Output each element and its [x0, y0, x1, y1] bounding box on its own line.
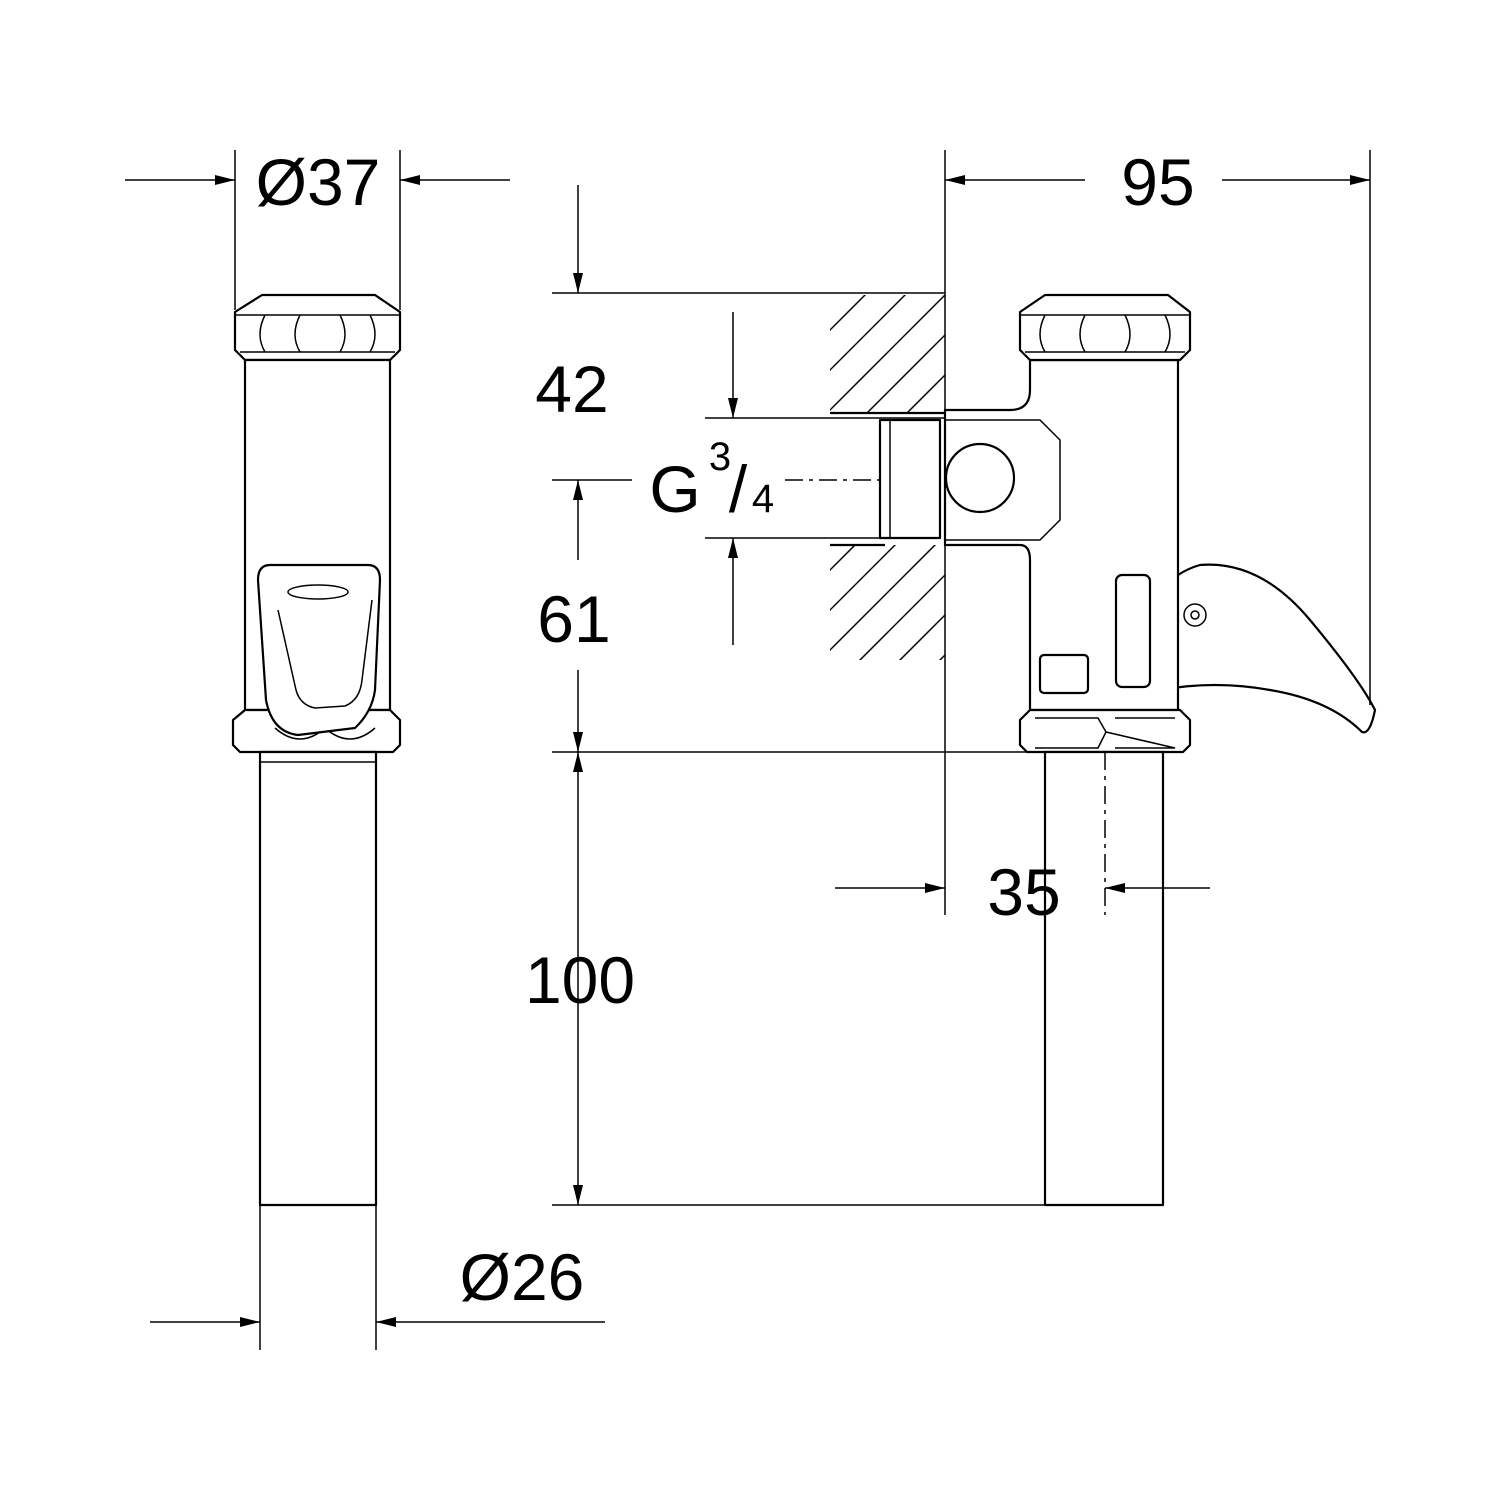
thread-denominator: 4	[752, 477, 774, 521]
top-nut-side	[1018, 293, 1192, 362]
push-button	[256, 563, 382, 737]
top-diameter-label: Ø37	[256, 145, 381, 219]
pipe-diameter-label: Ø26	[460, 1240, 585, 1314]
thread-fitting	[878, 418, 942, 540]
outlet-pipe-side	[1043, 750, 1165, 1207]
connector-bracket	[945, 419, 1061, 541]
depth-label: 95	[1121, 145, 1194, 219]
thread-slash: /	[729, 452, 748, 526]
dim-top-diameter: Ø37	[125, 145, 510, 310]
side-view	[878, 293, 1377, 1207]
vertical-dimensions: 42 61 100	[525, 185, 1045, 1206]
bottom-nut-side	[1018, 708, 1192, 754]
indicator-window	[1038, 653, 1090, 695]
pipe-length-label: 100	[525, 943, 635, 1017]
inlet-connection	[944, 442, 1016, 514]
thread-letter: G	[649, 452, 700, 526]
dim-depth: 95	[945, 145, 1371, 705]
top-nut	[233, 293, 402, 362]
lever-stop	[1114, 573, 1152, 689]
top-height-label: 42	[535, 352, 608, 426]
mid-height-label: 61	[537, 582, 610, 656]
dim-thread: G 3 / 4	[649, 312, 945, 645]
offset-label: 35	[987, 855, 1060, 929]
dim-pipe-diameter: Ø26	[150, 1205, 605, 1350]
front-view: Ø37 Ø26	[125, 145, 605, 1350]
thread-numerator: 3	[709, 435, 731, 479]
brand-logo	[287, 584, 349, 600]
dim-offset: 35	[835, 855, 1210, 929]
outlet-pipe	[258, 750, 378, 1207]
lever-handle	[1148, 563, 1377, 734]
